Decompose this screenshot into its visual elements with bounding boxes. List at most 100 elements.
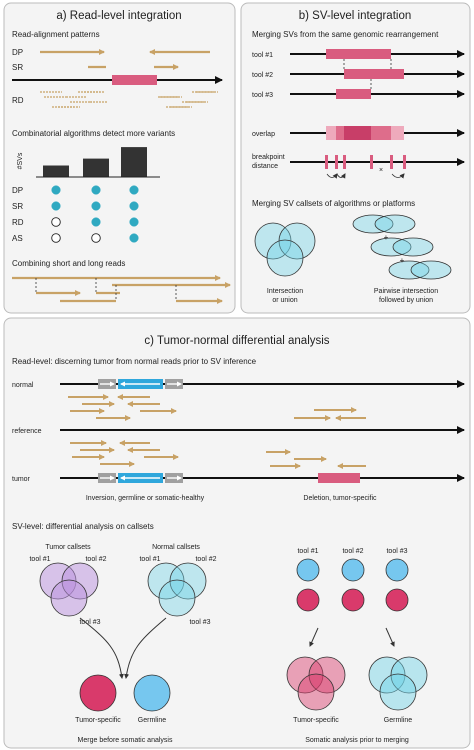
bp-label-2: distance bbox=[252, 163, 278, 170]
b-tool3-label: tool #3 bbox=[252, 92, 273, 99]
b-tool2-label: tool #2 bbox=[252, 72, 273, 79]
a-matrix-dot bbox=[51, 185, 61, 195]
a-matrix-dot bbox=[129, 233, 139, 243]
sv-level-title: SV-level: differential analysis on calls… bbox=[12, 522, 154, 531]
tumor-callsets-venn bbox=[39, 562, 99, 617]
b-pairwise-ellipses bbox=[352, 214, 452, 280]
normal-reads-deletion bbox=[294, 407, 366, 421]
reference-label: reference bbox=[12, 428, 42, 435]
arrow-to-germline-venn bbox=[385, 627, 395, 647]
tumor-specific-venn bbox=[286, 656, 346, 711]
read-level-title: Read-level: discerning tumor from normal… bbox=[12, 357, 257, 366]
inv-caption: Inversion, germline or somatic-healthy bbox=[86, 495, 205, 502]
a-combination-matrix bbox=[51, 185, 139, 243]
rd-read-pile bbox=[40, 91, 218, 108]
tumor-reads-inversion bbox=[70, 440, 179, 467]
a-ylabel: #SVs bbox=[17, 152, 24, 169]
b-venn-triple bbox=[254, 222, 316, 277]
a-matrix-dot bbox=[51, 201, 61, 211]
overlap-label: overlap bbox=[252, 131, 275, 138]
normal-reads-inversion bbox=[68, 394, 177, 421]
merge-title: Merging SVs from the same genomic rearra… bbox=[252, 30, 439, 39]
panel-b-title: b) SV-level integration bbox=[299, 10, 412, 22]
a-row-labels: DP SR RD AS bbox=[12, 186, 24, 243]
arrow-tumor-to-merge bbox=[79, 617, 124, 679]
germline-venn bbox=[368, 656, 428, 711]
a-sv-region bbox=[112, 75, 157, 85]
overlap-core bbox=[344, 126, 371, 140]
tumor-deletion-region bbox=[318, 473, 360, 483]
panel-a-title: a) Read-level integration bbox=[56, 10, 181, 22]
panel-c-box bbox=[3, 317, 471, 749]
a-bar-3 bbox=[121, 147, 147, 177]
bp-label-1: breakpoint bbox=[252, 154, 285, 161]
arrow-to-tumor-venn bbox=[309, 627, 319, 647]
nc-tool1: tool #1 bbox=[139, 556, 160, 563]
long-short-reads bbox=[12, 275, 231, 304]
pair-line-2: followed by union bbox=[379, 297, 433, 304]
plus-2: + bbox=[400, 256, 405, 265]
inter-line-2: or union bbox=[272, 297, 297, 304]
a-bar-chart bbox=[43, 147, 147, 177]
merge-tumor-specific-circle bbox=[79, 674, 117, 712]
a-row-label-dp: DP bbox=[12, 186, 23, 195]
per-tool-tumor-circles bbox=[296, 588, 409, 612]
plus-1: + bbox=[384, 233, 389, 242]
merge-germline-circle bbox=[133, 674, 171, 712]
merge-germline-label: Germline bbox=[138, 717, 167, 724]
dp-label: DP bbox=[12, 48, 23, 57]
somatic-germline-label: Germline bbox=[384, 717, 413, 724]
b-tool1-sv bbox=[326, 49, 391, 59]
a-matrix-dot bbox=[91, 185, 101, 195]
b-tool2-sv bbox=[344, 69, 404, 79]
a-matrix-dot bbox=[129, 217, 139, 227]
tc-tool1: tool #1 bbox=[29, 556, 50, 563]
normal-callsets-venn bbox=[147, 562, 207, 617]
a-matrix-dot bbox=[91, 233, 101, 243]
sr-label: SR bbox=[12, 63, 23, 72]
panel-b-box bbox=[240, 2, 471, 314]
tumor-label: tumor bbox=[12, 476, 31, 483]
r-tool2: tool #2 bbox=[342, 548, 363, 555]
r-tool1: tool #1 bbox=[297, 548, 318, 555]
r-tool3: tool #3 bbox=[386, 548, 407, 555]
a-matrix-dot bbox=[91, 217, 101, 227]
a-bar-2 bbox=[83, 158, 109, 177]
a-bar-1 bbox=[43, 165, 69, 177]
a-matrix-dot bbox=[91, 201, 101, 211]
nc-tool3: tool #3 bbox=[189, 619, 210, 626]
a-row-label-as: AS bbox=[12, 234, 23, 243]
normal-label: normal bbox=[12, 382, 34, 389]
b-tool3-sv bbox=[336, 89, 371, 99]
breakpoint-ticks: × bbox=[325, 155, 406, 179]
nc-tool2: tool #2 bbox=[195, 556, 216, 563]
pair-line-1: Pairwise intersection bbox=[374, 288, 438, 295]
callsets-title: Merging SV callsets of algorithms or pla… bbox=[252, 199, 415, 208]
a-matrix-dot bbox=[129, 201, 139, 211]
merge-before-caption: Merge before somatic analysis bbox=[78, 737, 173, 744]
bp-cross: × bbox=[379, 167, 383, 174]
del-caption: Deletion, tumor-specific bbox=[303, 495, 377, 502]
somatic-prior-caption: Somatic analysis prior to merging bbox=[305, 737, 409, 744]
a-matrix-dot bbox=[51, 233, 61, 243]
b-tool1-label: tool #1 bbox=[252, 52, 273, 59]
inter-line-1: Intersection bbox=[267, 288, 303, 295]
normal-callsets-title: Normal callsets bbox=[152, 544, 200, 551]
tc-tool2: tool #2 bbox=[85, 556, 106, 563]
per-tool-germline-circles bbox=[296, 558, 409, 582]
panel-c-title: c) Tumor-normal differential analysis bbox=[144, 335, 329, 347]
a-row-label-sr: SR bbox=[12, 202, 23, 211]
tumor-callsets-title: Tumor callsets bbox=[45, 544, 91, 551]
arrow-normal-to-merge bbox=[124, 617, 167, 679]
merge-tumor-specific-label: Tumor-specific bbox=[75, 717, 121, 724]
somatic-tumor-specific-label: Tumor-specific bbox=[293, 717, 339, 724]
tumor-reads-deletion bbox=[266, 449, 366, 469]
a-matrix-dot bbox=[51, 217, 61, 227]
tc-tool3: tool #3 bbox=[79, 619, 100, 626]
rd-label: RD bbox=[12, 96, 24, 105]
combo-title: Combinatorial algorithms detect more var… bbox=[12, 129, 175, 138]
a-row-label-rd: RD bbox=[12, 218, 24, 227]
combine-title: Combining short and long reads bbox=[12, 259, 125, 268]
read-patterns-title: Read-alignment patterns bbox=[12, 30, 100, 39]
